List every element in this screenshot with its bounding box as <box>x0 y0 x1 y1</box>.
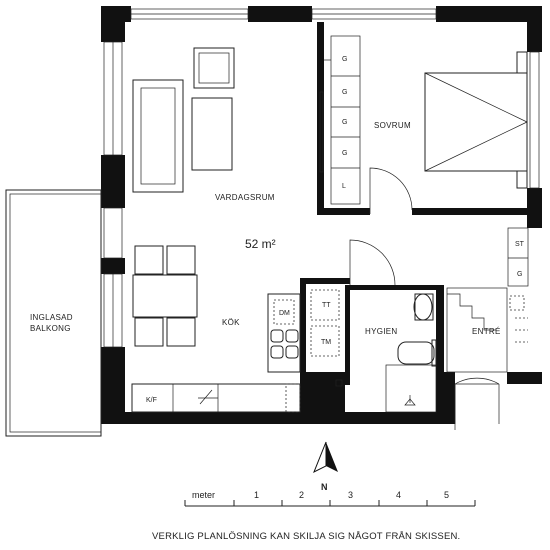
living-furniture <box>132 47 235 347</box>
wardrobe-label: G <box>342 89 347 96</box>
bedroom-furniture <box>324 51 528 189</box>
scale-tick-label: 3 <box>348 490 353 500</box>
interior-walls <box>300 22 527 412</box>
compass: N <box>313 441 338 492</box>
laundry <box>310 289 343 387</box>
north-arrow-icon <box>313 441 327 474</box>
scale-tick-label: 1 <box>254 490 259 500</box>
room-label-kitchen: KÖK <box>222 318 240 327</box>
compass-north-label: N <box>321 482 328 492</box>
wardrobe-label: G <box>342 119 347 126</box>
room-label-bedroom: SOVRUM <box>374 121 411 130</box>
kitchen <box>131 293 301 413</box>
room-label-balcony-line1: INGLASAD <box>30 313 73 322</box>
room-label-living: VARDAGSRUM <box>215 193 275 202</box>
windows <box>103 8 540 348</box>
wardrobe-label: G <box>342 56 347 63</box>
glazed-balcony <box>5 189 102 437</box>
room-label-balcony-line2: BALKONG <box>30 324 71 333</box>
hall-label: ST <box>515 241 525 248</box>
bathroom-fixtures <box>385 293 437 413</box>
labels: VARDAGSRUM 52 m² SOVRUM KÖK HYGIEN ENTRÉ… <box>30 56 525 404</box>
area-label: 52 m² <box>245 237 276 251</box>
disclaimer-text: VERKLIG PLANLÖSNING KAN SKILJA SIG NÅGOT… <box>152 531 460 542</box>
scale-unit-label: meter <box>192 490 215 500</box>
wardrobe-label: G <box>342 150 347 157</box>
room-label-entrance: ENTRÉ <box>472 327 501 336</box>
scale-tick-label: 4 <box>396 490 401 500</box>
hall-label: G <box>517 271 522 278</box>
appliance-label-washer: TM <box>321 339 331 346</box>
room-label-bathroom: HYGIEN <box>365 327 397 336</box>
appliance-label-dryer: TT <box>322 302 331 309</box>
appliance-label-dishwasher: DM <box>279 310 290 317</box>
scale-bar: meter 1 2 3 4 5 <box>184 490 476 507</box>
scale-tick-label: 2 <box>299 490 304 500</box>
hall <box>446 227 529 373</box>
scale-tick-label: 5 <box>444 490 449 500</box>
exterior-walls <box>101 6 542 424</box>
wardrobe-label: L <box>342 183 346 190</box>
appliance-label-fridge: K/F <box>146 397 157 404</box>
wardrobes <box>319 75 360 173</box>
